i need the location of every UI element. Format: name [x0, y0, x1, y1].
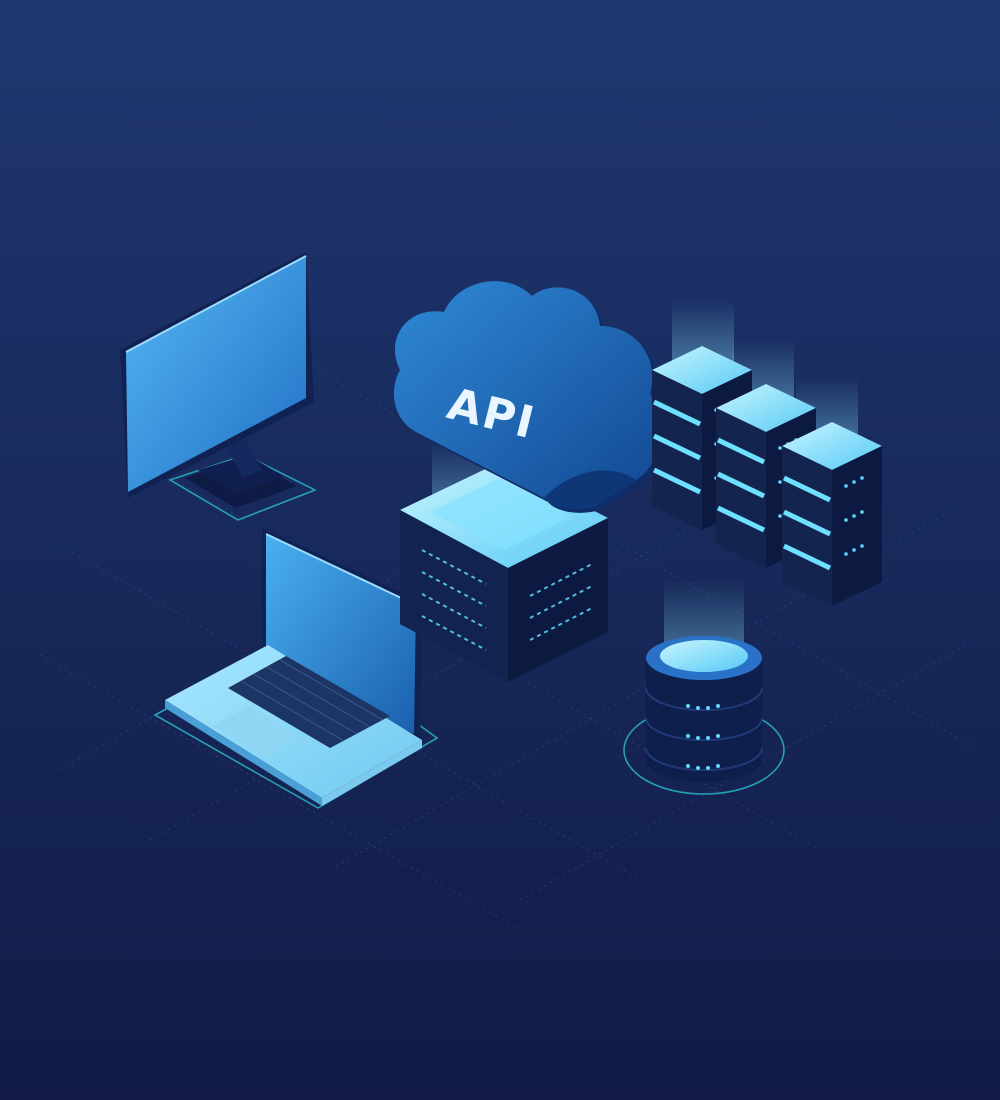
server-rack-icon: [782, 422, 882, 606]
desktop-monitor-icon: [120, 252, 317, 521]
network-grid: [39, 359, 976, 931]
database-icon: [623, 580, 785, 795]
api-cloud-icon: API: [393, 281, 665, 513]
laptop-icon: [153, 528, 439, 809]
